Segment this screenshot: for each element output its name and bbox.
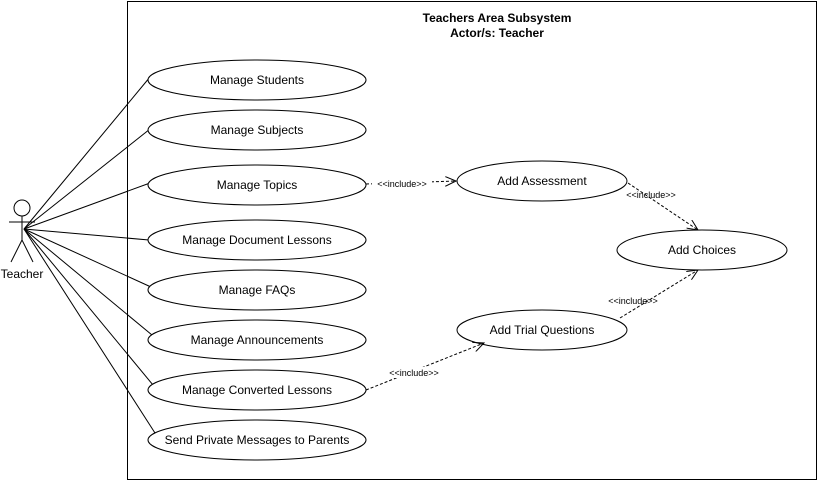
use-case-manage-converted-lessons[interactable]: Manage Converted Lessons: [147, 369, 367, 411]
use-case-label: Add Trial Questions: [490, 323, 595, 337]
use-case-label: Add Assessment: [497, 174, 587, 188]
include-label: <<include>>: [608, 296, 658, 306]
association-manage-document-lessons: [23, 228, 150, 241]
include-assessment-to-choices: <<include>>: [626, 182, 698, 230]
teacher-actor[interactable]: [9, 199, 35, 263]
use-case-add-trial-questions[interactable]: Add Trial Questions: [456, 309, 628, 351]
use-case-manage-document-lessons[interactable]: Manage Document Lessons: [147, 219, 367, 261]
use-case-label: Add Choices: [668, 243, 736, 257]
use-case-label: Manage Students: [210, 73, 304, 87]
include-label: <<include>>: [377, 179, 427, 189]
use-case-label: Manage Announcements: [191, 333, 324, 347]
use-case-label: Manage Topics: [217, 178, 298, 192]
use-case-manage-students[interactable]: Manage Students: [147, 59, 367, 101]
system-subtitle: Actor/s: Teacher: [450, 26, 544, 40]
association-send-private-messages: [23, 228, 156, 434]
use-case-add-assessment[interactable]: Add Assessment: [456, 160, 628, 202]
associations: [23, 76, 156, 434]
include-label: <<include>>: [389, 368, 439, 378]
use-case-manage-announcements[interactable]: Manage Announcements: [147, 319, 367, 361]
use-case-manage-subjects[interactable]: Manage Subjects: [147, 109, 367, 151]
use-case-label: Manage Subjects: [211, 123, 304, 137]
association-manage-converted-lessons: [23, 228, 154, 386]
include-trial-questions-to-choices: <<include>>: [608, 270, 698, 319]
association-manage-students: [23, 76, 151, 230]
use-case-manage-topics[interactable]: Manage Topics: [147, 164, 367, 206]
use-case-label: Manage FAQs: [219, 283, 296, 297]
association-manage-topics: [23, 182, 151, 230]
association-manage-announcements: [23, 228, 153, 336]
use-case-add-choices[interactable]: Add Choices: [616, 229, 788, 271]
system-title: Teachers Area Subsystem: [423, 11, 572, 25]
association-manage-subjects: [23, 128, 151, 230]
use-case-label: Send Private Messages to Parents: [165, 433, 350, 447]
use-case-manage-faqs[interactable]: Manage FAQs: [147, 269, 367, 311]
association-manage-faqs: [23, 228, 152, 288]
use-case-send-private-messages[interactable]: Send Private Messages to Parents: [147, 419, 367, 461]
use-case-label: Manage Converted Lessons: [182, 383, 332, 397]
include-topics-to-assessment: <<include>>: [365, 178, 456, 189]
include-converted-lessons-to-trial-questions: <<include>>: [365, 343, 484, 391]
use-case-label: Manage Document Lessons: [182, 233, 331, 247]
actor-label: Teacher: [1, 267, 44, 281]
include-label: <<include>>: [626, 190, 676, 200]
